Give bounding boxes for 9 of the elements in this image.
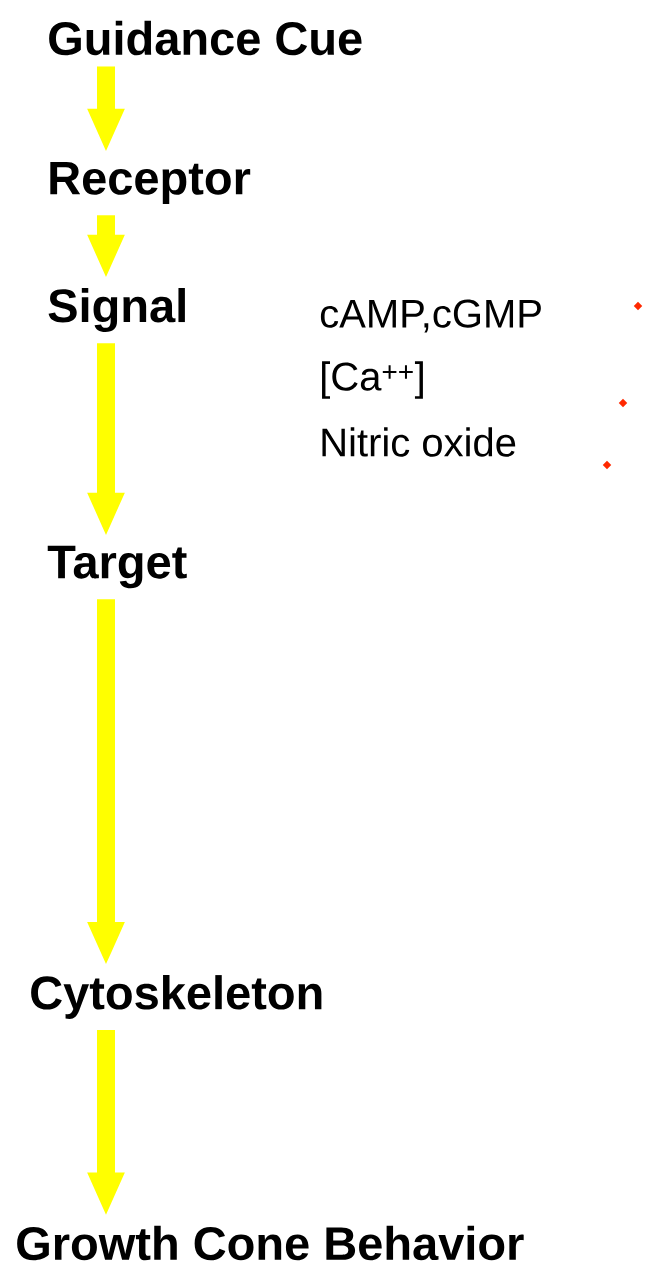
- step-label: Guidance Cue: [49, 20, 362, 56]
- signal-molecule-label: cAMP,cGMP: [320, 299, 541, 333]
- step-label: Growth Cone Behavior: [17, 1225, 524, 1261]
- step-label: Signal: [48, 288, 185, 332]
- step-label: Target: [47, 545, 187, 589]
- signal-molecule-label: [Ca$^{++}$]: [322, 361, 423, 399]
- step-label: Receptor: [50, 161, 251, 205]
- signal-molecule-label: Nitric oxide: [322, 427, 516, 457]
- step-label: Cytoskeleton: [31, 975, 322, 1019]
